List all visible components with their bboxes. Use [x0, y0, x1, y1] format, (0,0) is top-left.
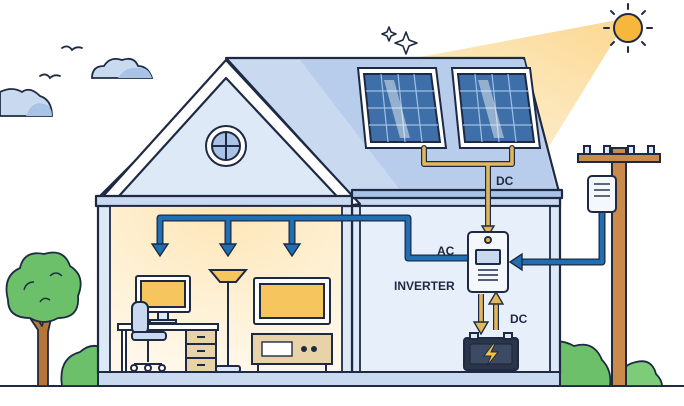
floor [97, 371, 561, 387]
ac-wire-house [156, 214, 474, 262]
right-room [359, 205, 551, 373]
dc-wire-panels [421, 145, 515, 235]
dc-arrow-from-battery [487, 290, 505, 305]
round-window-icon [205, 125, 247, 167]
tv-icon [253, 277, 331, 325]
sparkle-icon [381, 26, 418, 55]
desk-icon [117, 323, 219, 373]
ac-label: AC [437, 244, 455, 258]
grid-arrow [508, 252, 523, 272]
dc-label-bottom: DC [510, 312, 528, 326]
lightning-icon [483, 343, 500, 367]
floor-lamp-icon [207, 269, 249, 373]
ac-wire-grid [514, 208, 606, 266]
solar-panel-icon [356, 67, 448, 149]
cloud-icon [91, 57, 154, 79]
sun-icon [603, 3, 653, 53]
dc-wire-battery [478, 294, 499, 330]
bird-icon [61, 45, 83, 52]
sunbeam [362, 18, 628, 148]
ac-arrow-heads [150, 243, 302, 258]
electric-meter-icon [587, 175, 617, 213]
solar-panel-icon [450, 67, 542, 149]
cloud-icon [0, 88, 53, 117]
tree-icon [5, 251, 82, 387]
bird-icon [39, 73, 61, 80]
inverter-icon [467, 231, 509, 293]
dc-arrow-to-battery [472, 321, 490, 336]
office-chair-icon [130, 301, 167, 372]
inverter-label: INVERTER [394, 279, 455, 293]
dc-label-top: DC [496, 174, 514, 188]
tv-cabinet-icon [251, 333, 333, 372]
